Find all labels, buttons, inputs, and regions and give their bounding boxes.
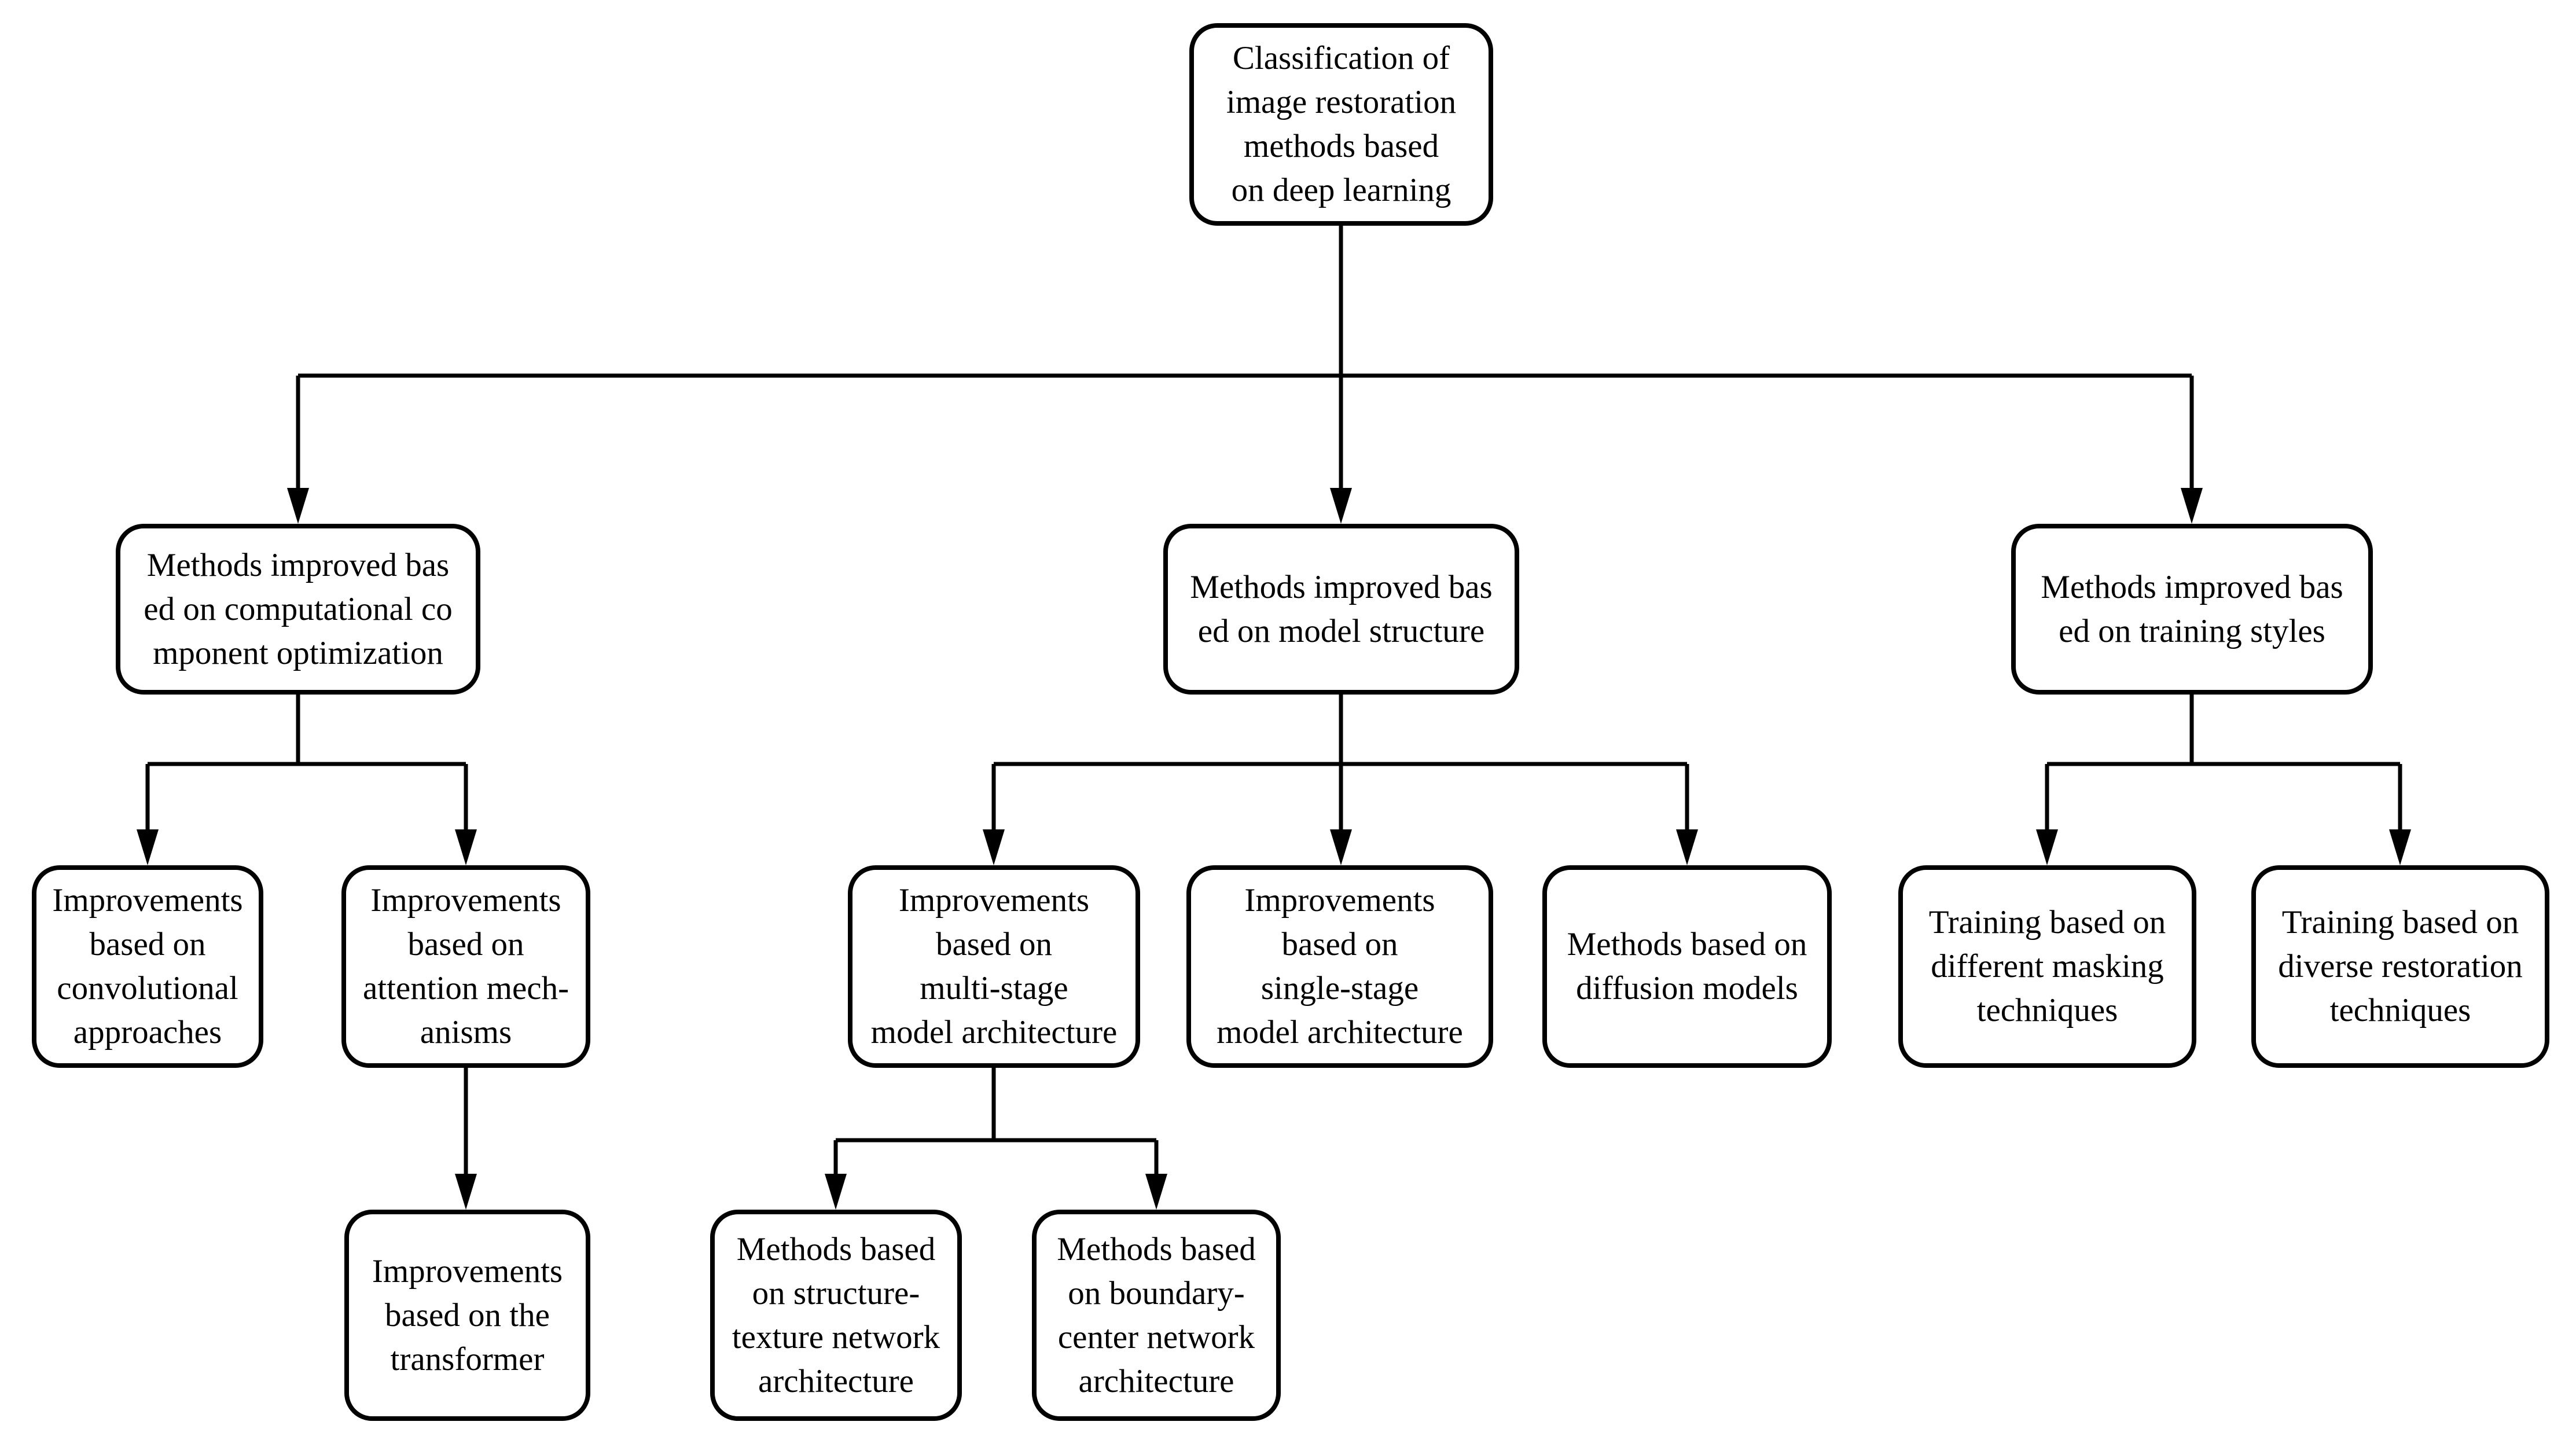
- node-transformer-label: Improvements based on the transformer: [372, 1252, 563, 1377]
- arrowhead-icon: [2389, 829, 2411, 865]
- node-training-styles: Methods improved bas ed on training styl…: [2011, 524, 2373, 695]
- node-root: Classification of image restoration meth…: [1189, 23, 1493, 226]
- arrowhead-icon: [455, 829, 477, 865]
- node-training-styles-label: Methods improved bas ed on training styl…: [2041, 568, 2343, 649]
- arrowhead-icon: [137, 829, 159, 865]
- node-single-stage-architecture: Improvements based on single-stage model…: [1186, 865, 1493, 1068]
- node-diverse-restoration-label: Training based on diverse restoration te…: [2278, 904, 2523, 1028]
- arrowhead-icon: [2181, 488, 2203, 524]
- arrowhead-icon: [1676, 829, 1698, 865]
- node-transformer: Improvements based on the transformer: [344, 1210, 590, 1421]
- node-attention-mechanisms-label: Improvements based on attention mech- an…: [362, 882, 569, 1050]
- connector-training-styles-children: [2036, 695, 2411, 865]
- node-masking-techniques-label: Training based on different masking tech…: [1928, 904, 2166, 1028]
- node-boundary-center-network: Methods based on boundary- center networ…: [1032, 1210, 1281, 1421]
- connector-computational-children: [137, 695, 477, 865]
- node-masking-techniques: Training based on different masking tech…: [1898, 865, 2196, 1068]
- node-attention-mechanisms: Improvements based on attention mech- an…: [341, 865, 590, 1068]
- node-computational-optimization: Methods improved bas ed on computational…: [116, 524, 480, 695]
- arrowhead-icon: [2036, 829, 2058, 865]
- node-convolutional-approaches-label: Improvements based on convolutional appr…: [52, 882, 243, 1050]
- arrowhead-icon: [287, 488, 309, 524]
- node-diffusion-models-label: Methods based on diffusion models: [1567, 926, 1807, 1006]
- node-diffusion-models: Methods based on diffusion models: [1542, 865, 1832, 1068]
- node-computational-optimization-label: Methods improved bas ed on computational…: [144, 546, 453, 671]
- arrowhead-icon: [825, 1174, 847, 1210]
- node-root-label: Classification of image restoration meth…: [1226, 40, 1457, 208]
- node-diverse-restoration: Training based on diverse restoration te…: [2251, 865, 2549, 1068]
- arrowhead-icon: [1145, 1174, 1167, 1210]
- connector-multi-stage-children: [825, 1068, 1167, 1210]
- arrowhead-icon: [455, 1174, 477, 1210]
- arrowhead-icon: [983, 829, 1005, 865]
- node-boundary-center-network-label: Methods based on boundary- center networ…: [1057, 1230, 1256, 1399]
- node-multi-stage-architecture-label: Improvements based on multi-stage model …: [870, 882, 1118, 1050]
- node-structure-texture-network-label: Methods based on structure- texture netw…: [732, 1230, 940, 1399]
- connector-model-structure-children: [983, 695, 1698, 865]
- node-multi-stage-architecture: Improvements based on multi-stage model …: [848, 865, 1140, 1068]
- node-single-stage-architecture-label: Improvements based on single-stage model…: [1217, 882, 1463, 1050]
- node-model-structure-label: Methods improved bas ed on model structu…: [1190, 568, 1493, 649]
- arrowhead-icon: [1330, 829, 1352, 865]
- node-structure-texture-network: Methods based on structure- texture netw…: [710, 1210, 962, 1421]
- node-model-structure: Methods improved bas ed on model structu…: [1163, 524, 1519, 695]
- connector-root-to-branches: [287, 226, 2203, 524]
- arrowhead-icon: [1330, 488, 1352, 524]
- connector-attention-to-transformer: [455, 1068, 477, 1210]
- node-convolutional-approaches: Improvements based on convolutional appr…: [32, 865, 263, 1068]
